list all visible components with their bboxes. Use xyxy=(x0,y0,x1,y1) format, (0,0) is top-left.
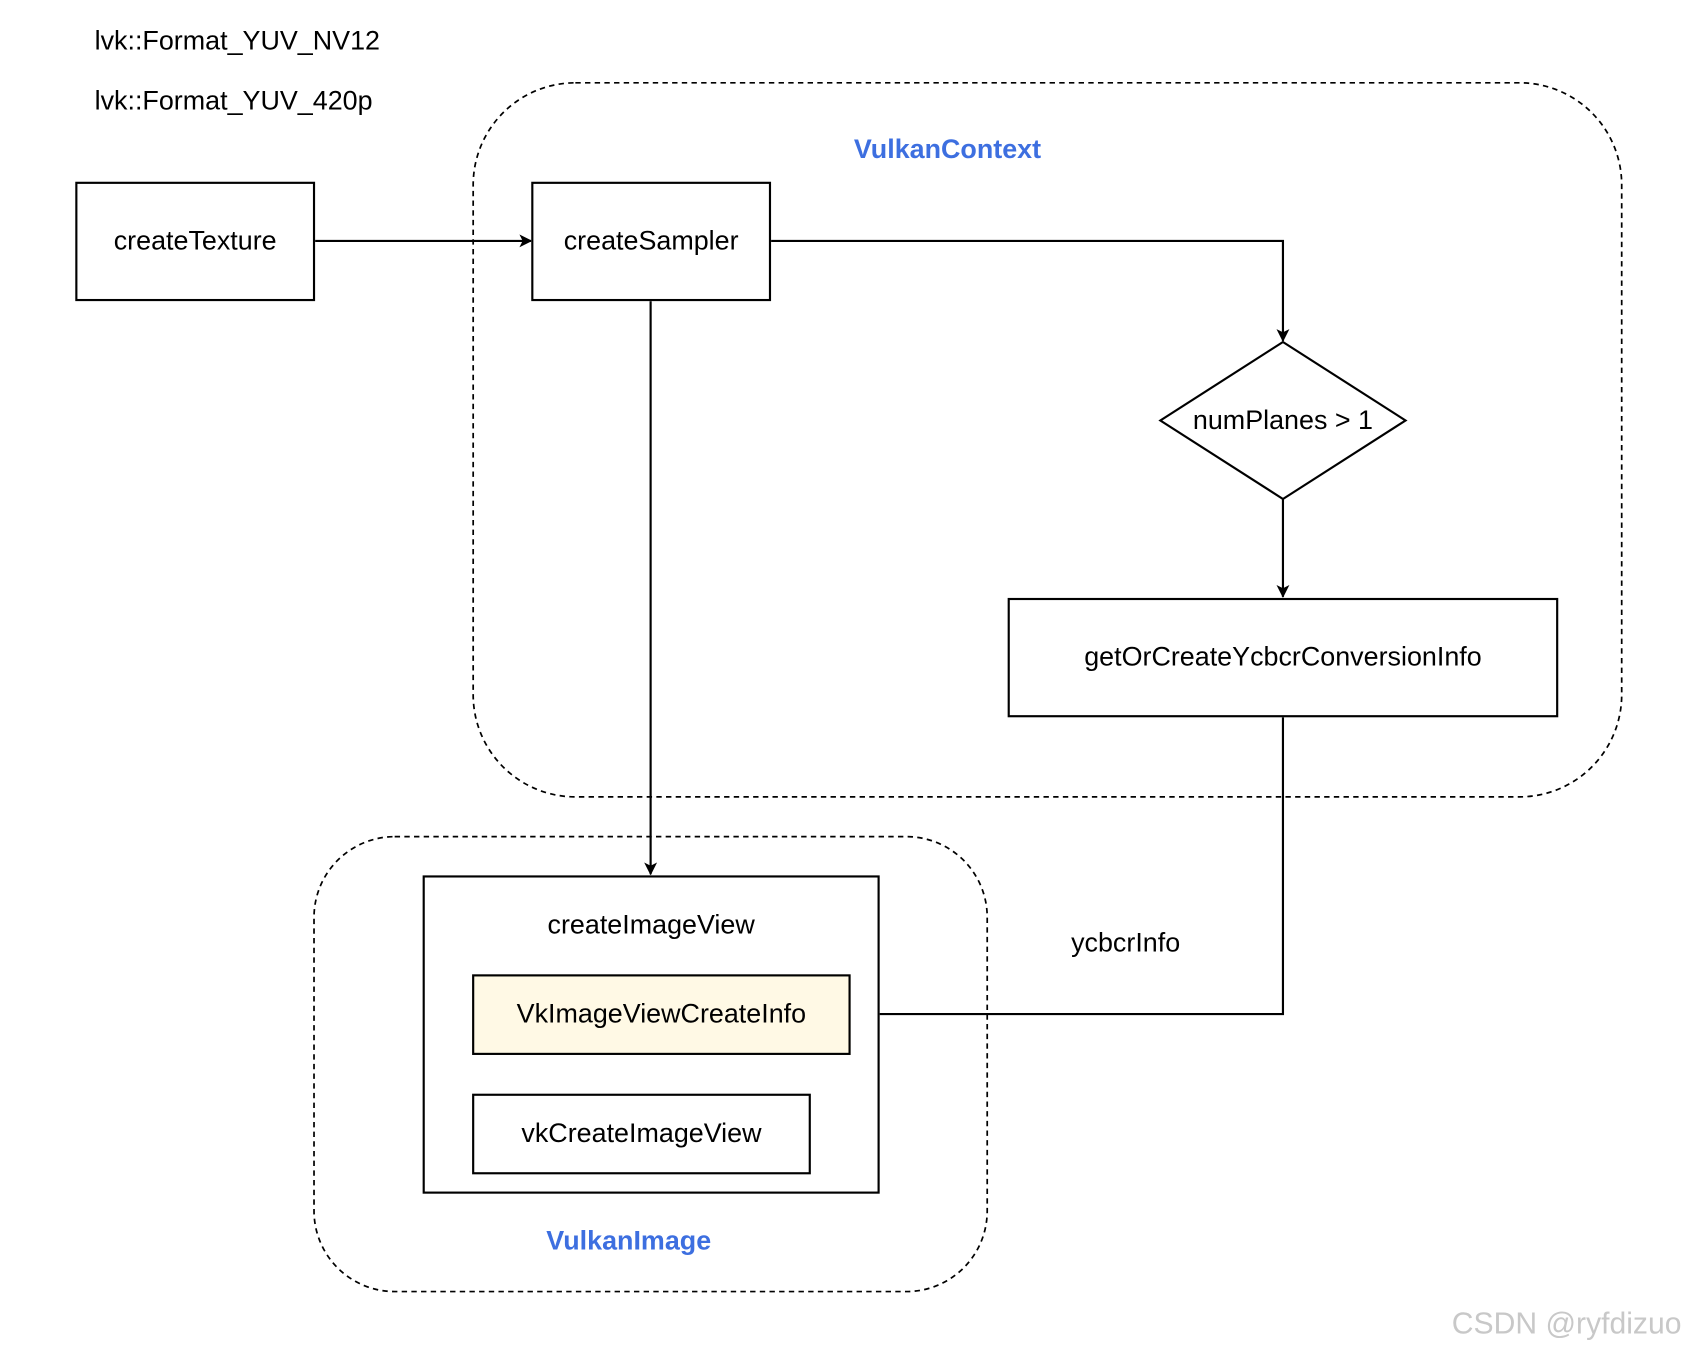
csdn-watermark: CSDN @ryfdizuo xyxy=(1451,1306,1682,1340)
get-or-create-ycbcr-label: getOrCreateYcbcrConversionInfo xyxy=(1084,642,1482,673)
create-sampler-node: createSampler xyxy=(531,181,772,302)
vk-create-image-view-node: vkCreateImageView xyxy=(472,1093,811,1175)
create-texture-label: createTexture xyxy=(113,225,277,256)
create-sampler-label: createSampler xyxy=(563,225,739,256)
edge-create-sampler-to-num-planes xyxy=(771,239,1290,342)
ycbcr-info-edge-label: ycbcrInfo xyxy=(1071,928,1181,959)
create-image-view-label: createImageView xyxy=(547,909,755,940)
edge-ycbcr-to-vk-image-view-create-info xyxy=(850,717,1285,1021)
format-420p-note: lvk::Format_YUV_420p xyxy=(94,86,373,117)
vulkan-context-title: VulkanContext xyxy=(853,134,1042,165)
get-or-create-ycbcr-node: getOrCreateYcbcrConversionInfo xyxy=(1007,597,1559,718)
vulkan-context-group xyxy=(472,81,1623,798)
create-texture-node: createTexture xyxy=(75,181,316,302)
vk-create-image-view-label: vkCreateImageView xyxy=(521,1118,762,1149)
vk-image-view-create-info-label: VkImageViewCreateInfo xyxy=(516,999,807,1030)
format-nv12-note: lvk::Format_YUV_NV12 xyxy=(94,25,381,56)
vulkan-image-title: VulkanImage xyxy=(546,1225,712,1257)
num-planes-check-label: numPlanes > 1 xyxy=(1192,404,1374,435)
vk-image-view-create-info-node: VkImageViewCreateInfo xyxy=(472,974,851,1055)
